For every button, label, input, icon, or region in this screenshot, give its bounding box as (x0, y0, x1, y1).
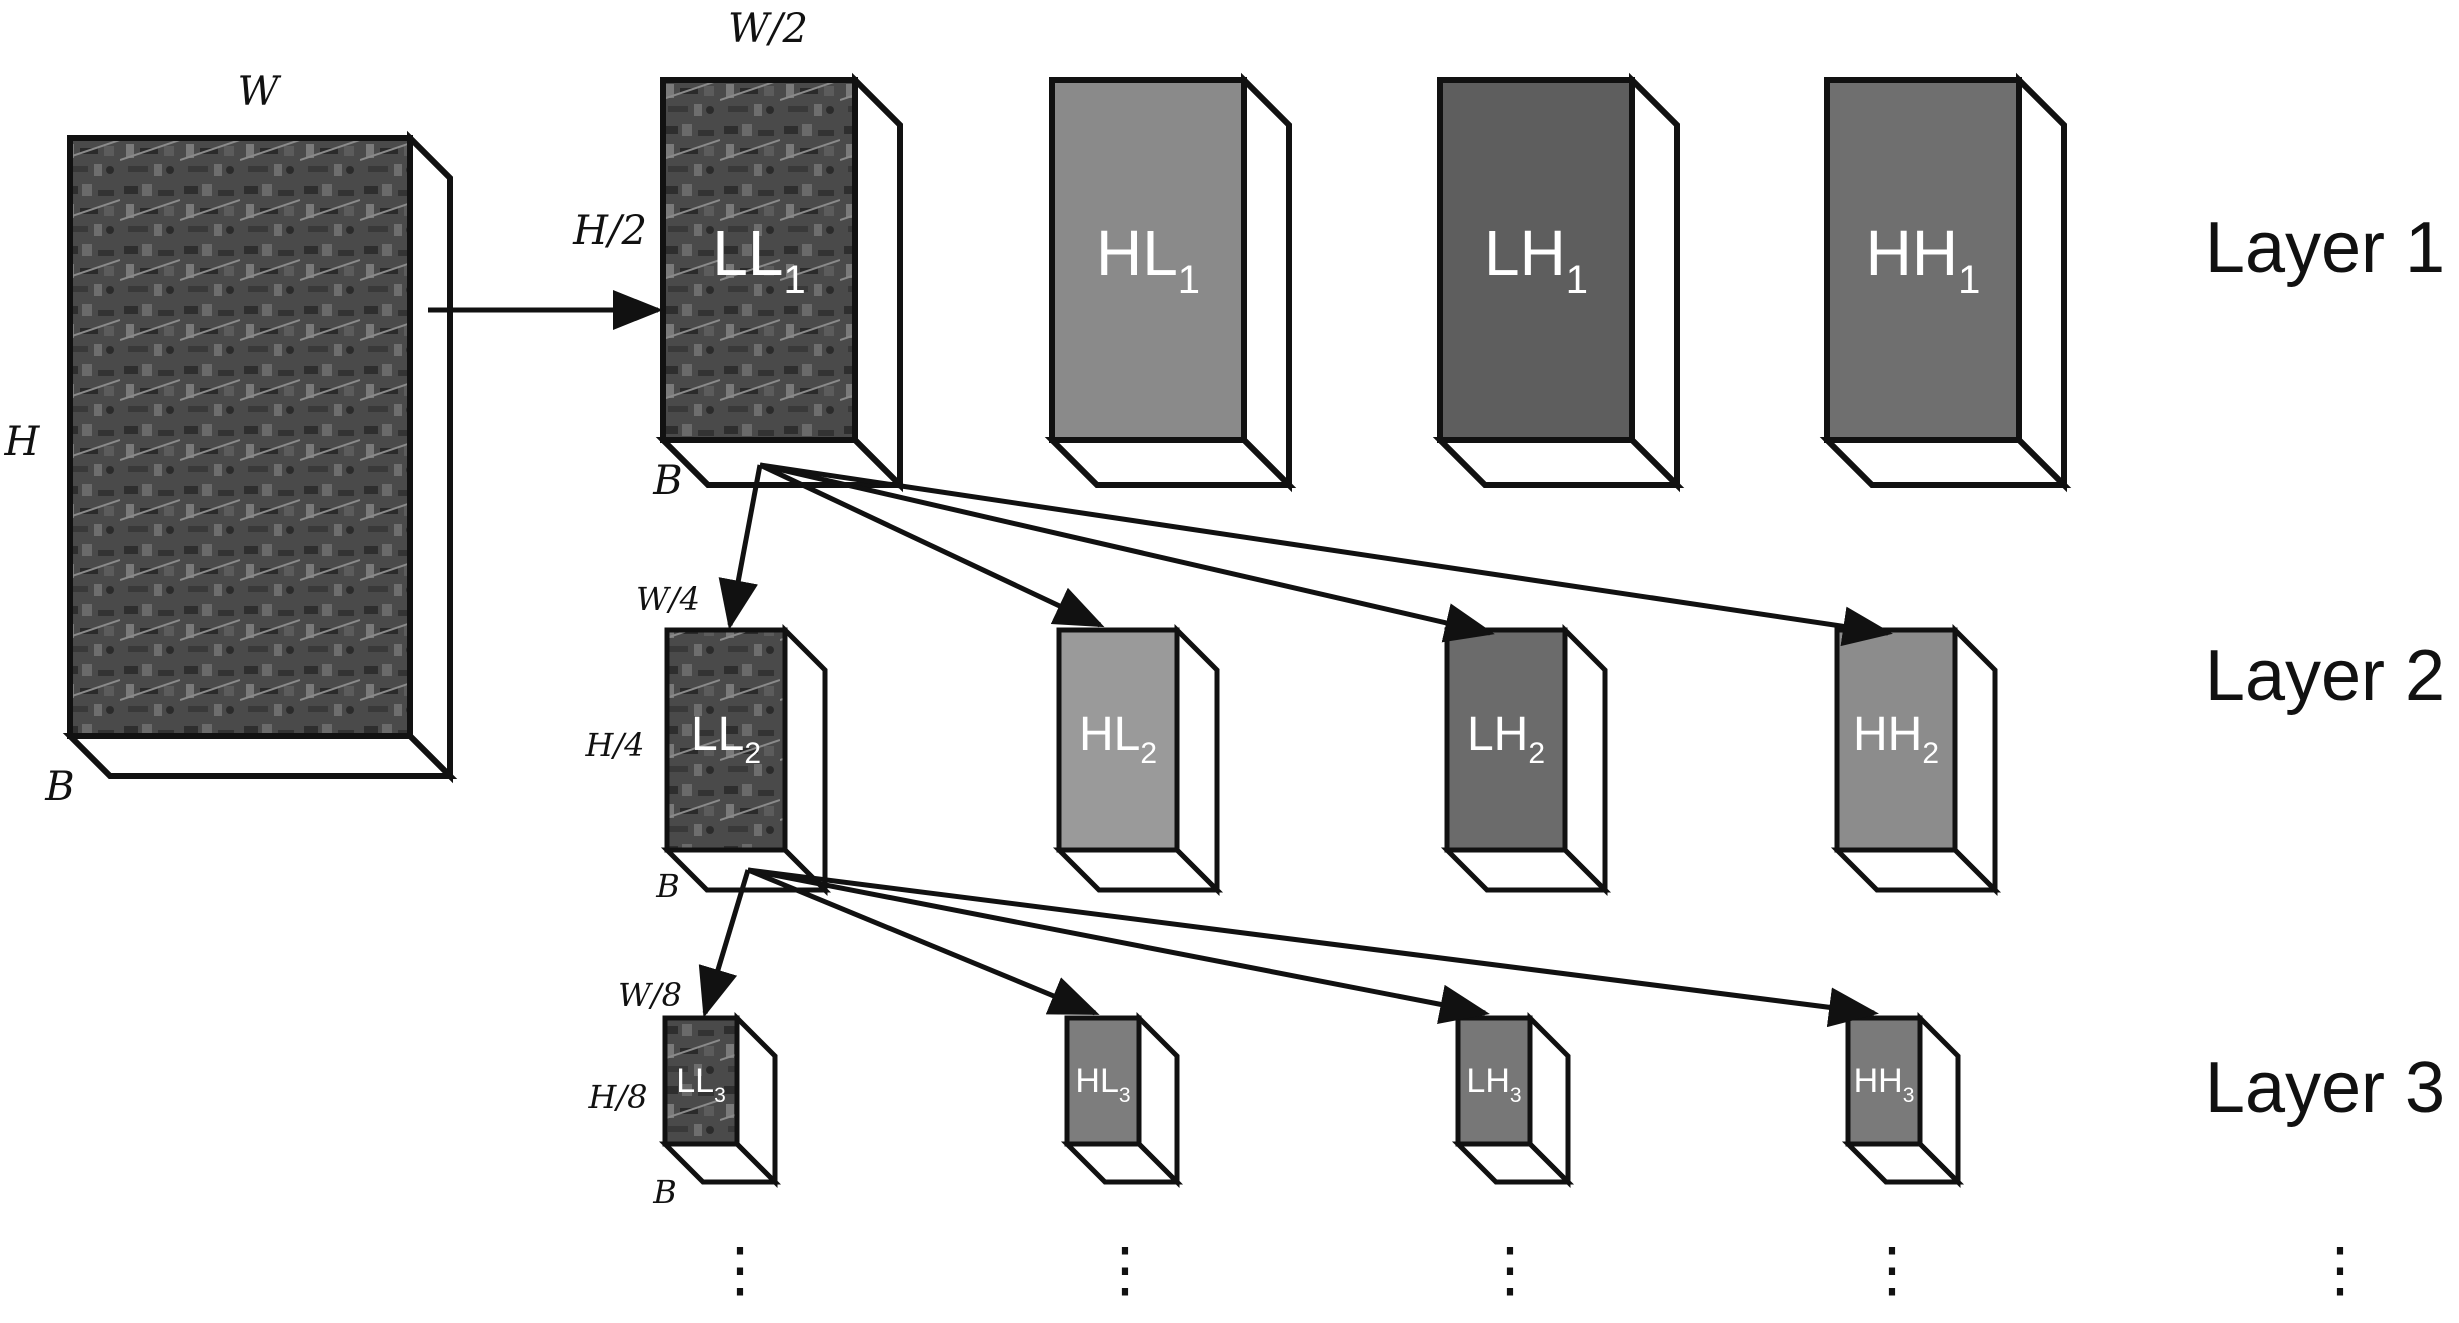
layer1-name: Layer 1 (2205, 208, 2445, 288)
layer2-hl-cube-front-face (1056, 627, 1180, 853)
layer3-band-label: B (652, 1173, 677, 1211)
layer1-hh-cube-bottom-face (1819, 437, 2072, 488)
layer3-hl-cube-label: HL3 (1075, 1062, 1130, 1107)
layer1-ll-cube-side-face (852, 72, 903, 493)
continuation-dots-4: ⋮ (1862, 1236, 1922, 1303)
layer2-ll-cube (660, 623, 832, 897)
layer1-hl-cube-label: HL1 (1096, 217, 1200, 302)
layer3-hh-cube (1841, 1011, 1965, 1189)
layer2-lh-cube-front-face (1444, 627, 1568, 853)
arrow-ll1-to-hh2 (759, 462, 1893, 647)
arrow-ll1-to-lh2 (759, 462, 1495, 643)
layer2-width-label: W/4 (636, 580, 700, 618)
layer3-name: Layer 3 (2205, 1048, 2445, 1128)
layer2-ll-cube-front-face (664, 627, 788, 853)
layer2-ll-cube-side-face (782, 623, 828, 897)
layer3-ll-cube-front-face (662, 1015, 740, 1147)
arrow-ll1-to-ll2 (718, 464, 763, 630)
layer3-hh-cube-label: HH3 (1854, 1062, 1915, 1107)
layer1-lh-cube-side-face (1629, 72, 1680, 493)
layer1-hh-cube-side-face (2016, 72, 2067, 493)
layer2-ll-cube-label: LL2 (691, 708, 761, 770)
layer2-band-label: B (655, 867, 680, 905)
continuation-dots-5: ⋮ (2310, 1236, 2370, 1303)
layer1-hl-cube-side-face (1241, 72, 1292, 493)
input-image-cube-side-face (407, 130, 453, 784)
input-image-cube-bottom-face (62, 733, 458, 779)
layer1-ll-cube (655, 72, 908, 493)
layer1-hh-cube-label: HH1 (1866, 217, 1981, 302)
layer3-ll-cube (658, 1011, 782, 1189)
layer1-lh-cube-front-face (1437, 77, 1635, 443)
layer3-hh-cube-front-face (1845, 1015, 1923, 1147)
layer1-band-label: B (652, 458, 682, 504)
layer2-lh-cube-label: LH2 (1467, 708, 1545, 770)
arrow-ll1-to-hl2 (758, 462, 1105, 628)
input-image-cube-front-face (67, 135, 413, 739)
layer1-lh-cube-label: LH1 (1484, 217, 1588, 302)
continuation-dots-1: ⋮ (710, 1236, 770, 1303)
layer2-hh-cube-side-face (1952, 623, 1998, 897)
layer1-hl-cube-front-face (1049, 77, 1247, 443)
continuation-dots-3: ⋮ (1480, 1236, 1540, 1303)
layer1-width-label: W/2 (728, 6, 808, 52)
layer2-hl-cube-side-face (1174, 623, 1220, 897)
layer2-height-label: H/4 (584, 726, 644, 764)
layer1-ll-cube-front-face (660, 77, 858, 443)
layer2-lh-cube (1440, 623, 1612, 897)
layer1-lh-cube (1432, 72, 1685, 493)
layer1-hh-cube (1819, 72, 2072, 493)
layer3-ll-cube-label: LL3 (676, 1062, 726, 1107)
arrow-ll2-to-lh3 (747, 867, 1490, 1025)
layer1-hl-cube (1044, 72, 1297, 493)
arrow-ll2-to-ll3 (698, 869, 751, 1018)
input-band-label: B (44, 764, 74, 810)
layer1-height-label: H/2 (572, 208, 647, 254)
layer1-hl-cube-bottom-face (1044, 437, 1297, 488)
layer1-lh-cube-bottom-face (1432, 437, 1685, 488)
input-width-label: W (237, 69, 281, 115)
layer2-hl-cube (1052, 623, 1224, 897)
input-image-cube (62, 130, 458, 784)
layer3-width-label: W/8 (618, 976, 682, 1014)
layer3-hl-cube (1060, 1011, 1184, 1189)
layer3-lh-cube-front-face (1455, 1015, 1533, 1147)
layer3-lh-cube (1451, 1011, 1575, 1189)
layer2-hh-cube-label: HH2 (1853, 708, 1939, 770)
layer2-hh-cube-front-face (1834, 627, 1958, 853)
arrow-ll2-to-hl3 (747, 867, 1100, 1016)
layer3-height-label: H/8 (587, 1078, 647, 1116)
layer1-ll-cube-label: LL1 (712, 217, 805, 302)
input-height-label: H (4, 419, 41, 465)
layer2-lh-cube-side-face (1562, 623, 1608, 897)
layer2-hh-cube (1830, 623, 2002, 897)
layer2-hl-cube-label: HL2 (1079, 708, 1157, 770)
layer3-hl-cube-front-face (1064, 1015, 1142, 1147)
arrow-ll2-to-hh3 (747, 867, 1879, 1028)
layer2-name: Layer 2 (2205, 636, 2445, 716)
continuation-dots-2: ⋮ (1095, 1236, 1155, 1303)
layer3-lh-cube-label: LH3 (1466, 1062, 1521, 1107)
layer1-hh-cube-front-face (1824, 77, 2022, 443)
